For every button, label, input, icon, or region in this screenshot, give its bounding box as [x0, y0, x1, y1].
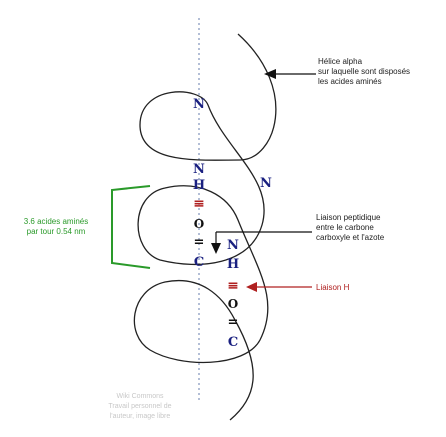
turn-bracket: [111, 185, 151, 269]
atom-c-lower: C: [228, 335, 238, 350]
atom-o-lower: O: [228, 297, 238, 311]
helix-label-line2: sur laquelle sont disposés: [318, 67, 410, 76]
atom-h-upper: H: [193, 178, 205, 193]
atom-n-top: N: [193, 97, 205, 112]
h-bond-upper-glyph: ≡: [193, 196, 205, 212]
peptide-label-line2: entre le carbone: [316, 223, 374, 232]
atom-c-upper: C: [194, 255, 204, 270]
watermark-line2: Travail personnel de: [108, 403, 171, 410]
turn-label-line2: par tour 0.54 nm: [27, 227, 86, 236]
watermark-line1: Wiki Commons: [116, 393, 164, 400]
helix-label-line1: Hélice alpha: [318, 57, 363, 66]
turn-label-line1: 3.6 acides aminés: [24, 217, 88, 226]
helix-label-line3: les acides aminés: [318, 77, 382, 86]
atom-n-lower: N: [227, 238, 239, 253]
watermark-line3: l'auteur, image libre: [110, 413, 171, 420]
h-bond-lower-glyph: ≡: [227, 278, 239, 294]
hbond-pointer-arrowhead: [246, 282, 257, 292]
atom-n-right: N: [260, 176, 272, 191]
atom-n-upper: N: [193, 162, 205, 177]
atom-h-lower: H: [227, 257, 239, 272]
peptide-label-line1: Liaison peptidique: [316, 213, 381, 222]
atom-o-upper: O: [194, 217, 204, 231]
double-bond-lower-glyph: =: [228, 315, 239, 330]
double-bond-upper-glyph: =: [194, 235, 205, 250]
peptide-pointer-arrowhead: [211, 243, 221, 254]
helix-pointer-arrowhead: [264, 69, 276, 79]
hbond-label: Liaison H: [316, 283, 350, 292]
helix-backbone: [133, 33, 277, 421]
peptide-label-line3: carboxyle et l'azote: [316, 233, 385, 242]
